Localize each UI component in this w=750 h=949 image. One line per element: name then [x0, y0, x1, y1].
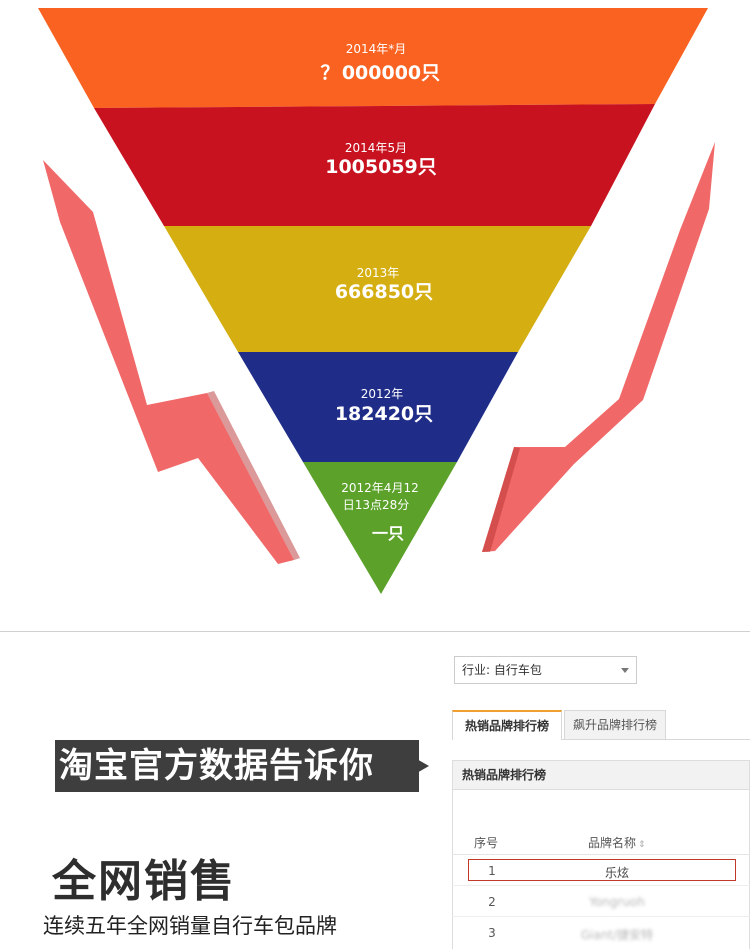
growth-arrow-left-icon — [43, 160, 300, 564]
row-brand-name: 乐炫 — [604, 866, 629, 880]
funnel-layer-2013 — [164, 226, 591, 352]
layer2-date: 2014年5月 — [345, 141, 407, 155]
row-brand-name: Yongruoh — [589, 895, 645, 909]
chevron-down-icon — [621, 668, 629, 673]
table-header-line — [452, 854, 750, 855]
column-header-brand[interactable]: 品牌名称⇕ — [588, 836, 646, 850]
headline-title: 全网销售 — [52, 856, 236, 907]
layer4-count: 182420只 — [335, 403, 433, 425]
tab-rising-brands[interactable]: 飙升品牌排行榜 — [564, 710, 666, 740]
growth-arrow-right-icon — [482, 142, 715, 552]
ranking-section-title: 热销品牌排行榜 — [452, 760, 750, 790]
row-separator — [452, 916, 750, 917]
sales-funnel: 2014年*月 ？ 000000只 2014年5月 1005059只 2013年… — [38, 8, 715, 594]
table-row[interactable]: 3 Giant/捷安特 — [452, 918, 750, 948]
tab-hot-brands[interactable]: 热销品牌排行榜 — [452, 710, 562, 740]
layer1-date: 2014年*月 — [346, 42, 407, 56]
layer3-date: 2013年 — [357, 266, 400, 280]
layer5-count: 一只 — [372, 524, 404, 543]
funnel-layer-2014-may — [94, 104, 655, 226]
column-header-rank: 序号 — [474, 836, 499, 850]
row-brand-name: Giant/捷安特 — [580, 928, 654, 942]
table-row[interactable]: 1 乐炫 — [452, 856, 750, 886]
funnel-layer-2012 — [238, 352, 518, 462]
headline-subtitle: 连续五年全网销量自行车包品牌 — [43, 914, 337, 938]
row-rank: 2 — [488, 895, 496, 909]
layer1-count: 000000只 — [342, 62, 440, 84]
funnel-layer-2012-first — [303, 462, 457, 594]
layer4-date: 2012年 — [361, 387, 404, 401]
row-rank: 3 — [488, 926, 496, 940]
table-row[interactable]: 2 Yongruoh — [452, 887, 750, 917]
layer5-date-line2: 日13点28分 — [343, 498, 410, 512]
layer3-count: 666850只 — [335, 281, 433, 303]
layer2-count: 1005059只 — [325, 156, 437, 178]
banner-pointer-icon — [415, 758, 429, 774]
industry-select-value: 行业: 自行车包 — [462, 663, 542, 677]
funnel-layer-2014-unknown — [38, 8, 708, 108]
layer1-prefix: ？ — [320, 62, 339, 84]
section-divider — [0, 631, 750, 632]
row-rank: 1 — [488, 864, 496, 878]
layer5-date-line1: 2012年4月12 — [341, 481, 418, 495]
sort-icon: ⇕ — [638, 840, 646, 850]
brand-ranking-panel: 行业: 自行车包 热销品牌排行榜 飙升品牌排行榜 热销品牌排行榜 序号 品牌名称… — [452, 650, 750, 949]
row-highlight — [468, 859, 736, 881]
row-separator — [452, 885, 750, 886]
promo-banner: 淘宝官方数据告诉你 — [55, 740, 419, 792]
industry-select[interactable]: 行业: 自行车包 — [454, 656, 637, 684]
